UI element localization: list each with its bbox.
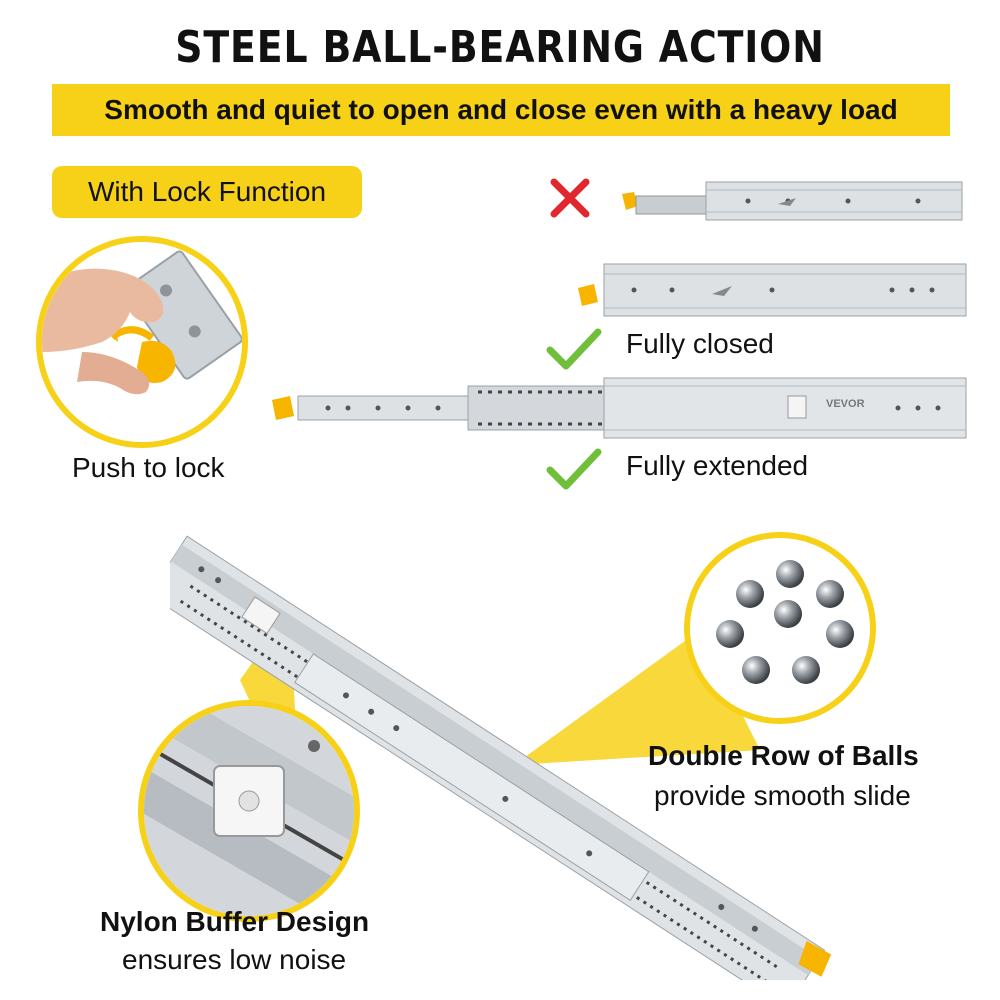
fully-extended-label: Fully extended — [626, 450, 809, 481]
check-icon — [546, 326, 602, 370]
double-row-title: Double Row of Balls — [648, 740, 919, 771]
headline-banner: Smooth and quiet to open and close even … — [52, 84, 950, 136]
cross-icon — [548, 176, 592, 220]
nylon-buffer-closeup — [138, 700, 360, 922]
lock-function-badge: With Lock Function — [52, 166, 362, 218]
slide-rail-main — [170, 520, 840, 980]
fully-closed-label: Fully closed — [626, 328, 774, 359]
rail-unlocked — [618, 176, 968, 226]
double-row-subtitle: provide smooth slide — [654, 780, 911, 811]
push-to-lock-illustration — [36, 236, 248, 448]
nylon-buffer-title: Nylon Buffer Design — [100, 906, 370, 937]
nylon-buffer-subtitle: ensures low noise — [122, 944, 347, 975]
brand-mark: VEVOR — [826, 398, 865, 410]
rail-fully-closed — [572, 258, 972, 324]
ball-bearings-closeup — [684, 532, 876, 724]
check-icon — [546, 446, 602, 490]
push-to-lock-caption: Push to lock — [72, 452, 225, 483]
page-title: STEEL BALL-BEARING ACTION — [175, 22, 825, 73]
rail-fully-extended — [268, 374, 974, 444]
